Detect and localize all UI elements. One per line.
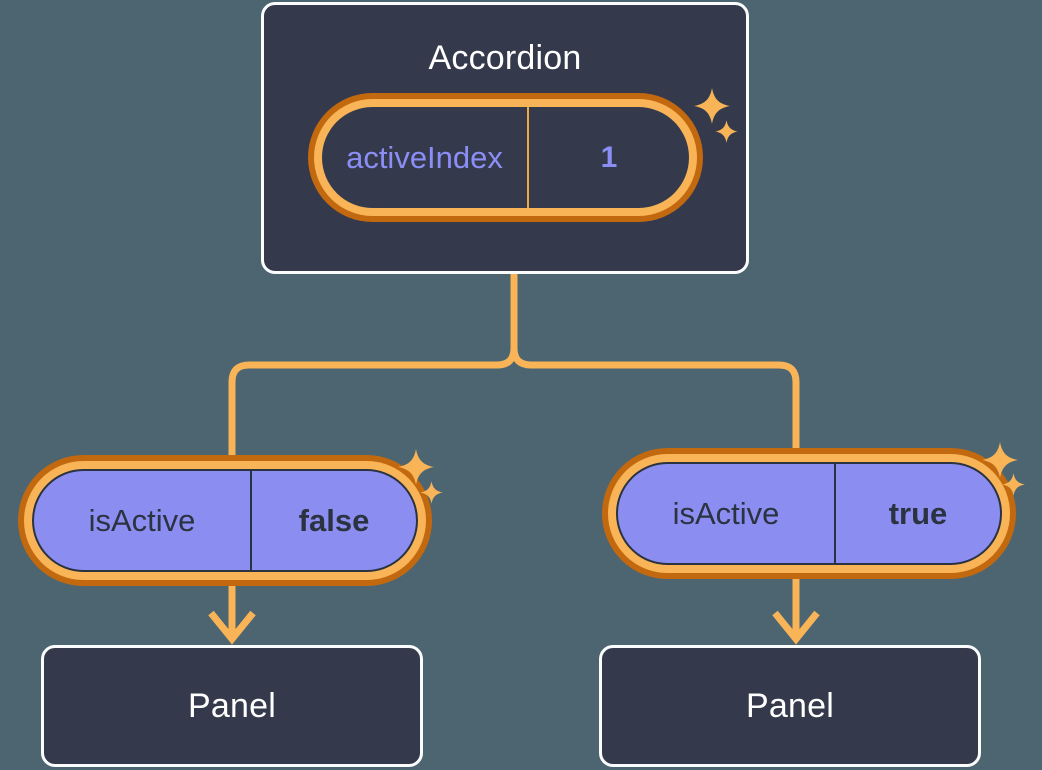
- state-pill-is-active-true-value: true: [834, 464, 1000, 563]
- state-pill-is-active-true-body: isActive true: [616, 462, 1002, 565]
- state-pill-is-active-false-ring: isActive false: [24, 461, 426, 580]
- state-pill-is-active-false-body: isActive false: [32, 469, 418, 572]
- state-pill-is-active-true[interactable]: isActive true: [602, 448, 1016, 579]
- panel-component-box-right[interactable]: Panel: [599, 645, 981, 767]
- state-pill-is-active-false[interactable]: isActive false: [18, 455, 432, 586]
- state-pill-active-index-value: 1: [527, 107, 689, 208]
- state-pill-active-index[interactable]: activeIndex 1: [308, 93, 703, 222]
- connector-branch-right: [510, 347, 800, 458]
- state-pill-is-active-true-key: isActive: [672, 496, 780, 531]
- panel-title-left: Panel: [188, 687, 276, 725]
- state-pill-is-active-false-key: isActive: [88, 503, 196, 538]
- arrow-down-icon-left: [208, 610, 256, 645]
- state-pill-active-index-key: activeIndex: [346, 140, 503, 175]
- panel-title-right: Panel: [746, 687, 834, 725]
- state-pill-is-active-false-value: false: [250, 471, 416, 570]
- state-pill-is-active-true-ring: isActive true: [608, 454, 1010, 573]
- panel-component-box-left[interactable]: Panel: [41, 645, 423, 767]
- arrow-down-icon-right: [772, 610, 820, 645]
- state-pill-active-index-body: activeIndex 1: [322, 107, 689, 208]
- accordion-title: Accordion: [428, 39, 582, 77]
- connector-branch-left: [228, 347, 518, 458]
- state-pill-active-index-ring: activeIndex 1: [314, 99, 697, 216]
